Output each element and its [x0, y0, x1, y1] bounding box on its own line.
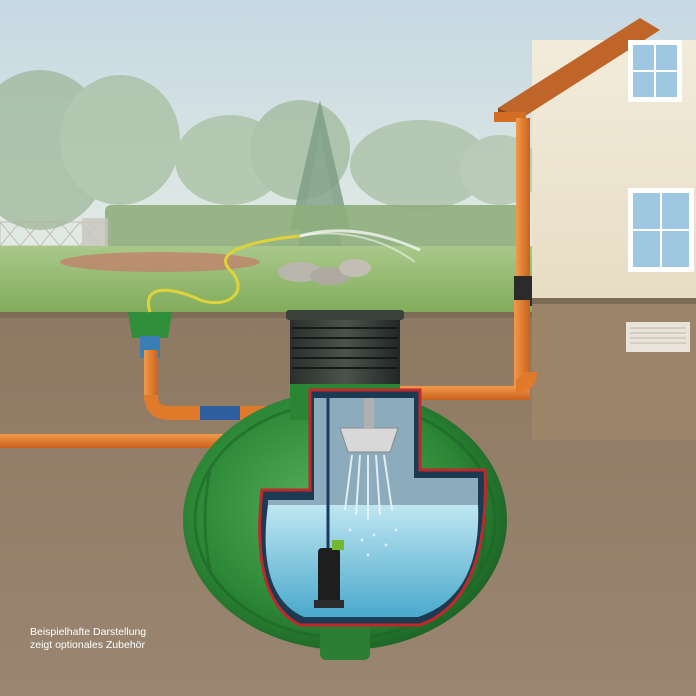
- downpipe: [494, 112, 532, 392]
- filter-basket: [339, 398, 399, 557]
- rock-garden: [278, 259, 371, 285]
- flower-bed: [60, 252, 260, 272]
- caption-line-1: Beispielhafte Darstellung: [30, 626, 147, 638]
- roof: [498, 18, 660, 118]
- filter-pot: [128, 312, 300, 420]
- submersible-pump: [314, 398, 344, 608]
- caption-line-2: zeigt optionales Zubehör: [30, 639, 145, 651]
- window-middle: [628, 188, 694, 272]
- sprinkler-jet: [299, 229, 421, 252]
- overflow-pipe: [0, 434, 240, 448]
- basement-window: [626, 322, 690, 352]
- window-top: [628, 40, 682, 102]
- house: [498, 18, 696, 440]
- illustration-caption: Beispielhafte Darstellung zeigt optional…: [30, 626, 330, 652]
- stored-water: [265, 505, 479, 617]
- house-foundation: [532, 300, 696, 440]
- hedge: [105, 205, 525, 250]
- garden-hose: [146, 234, 301, 313]
